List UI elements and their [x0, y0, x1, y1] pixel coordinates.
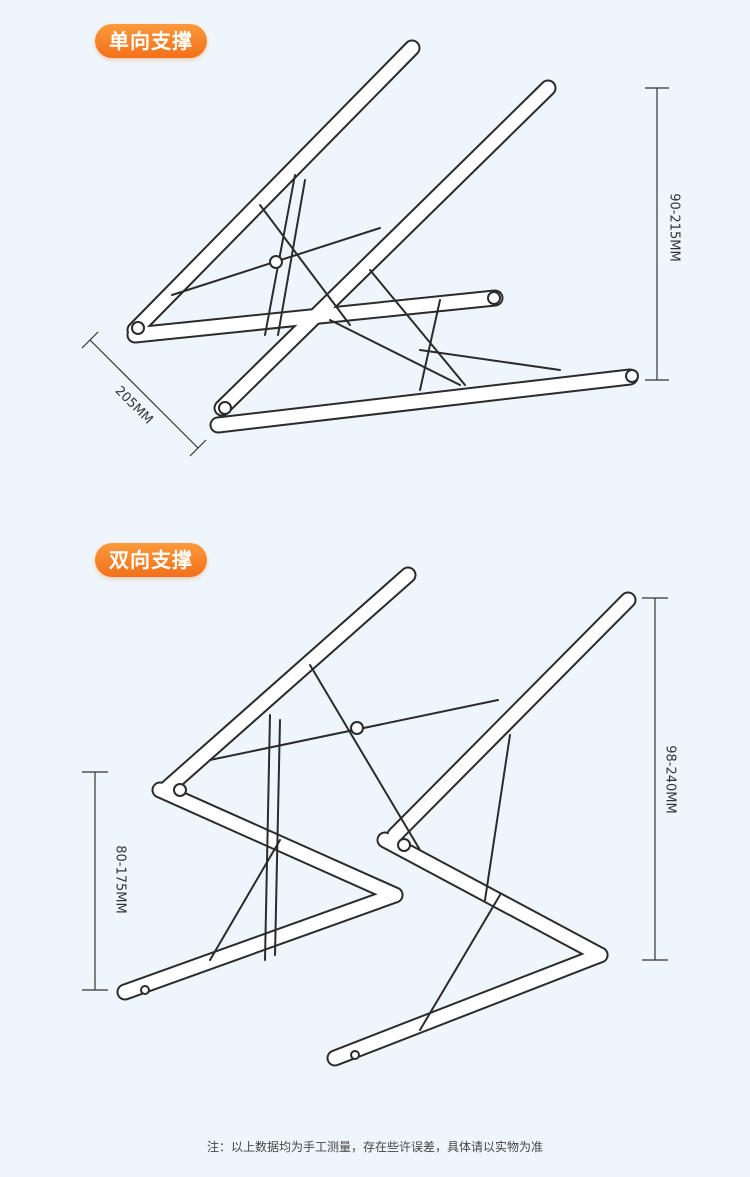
height-range-label: 98-240MM — [662, 745, 678, 814]
double-support-stand — [116, 566, 637, 1067]
dimension-lines — [81, 87, 669, 991]
height-range-label: 90-215MM — [666, 193, 682, 262]
double-support-badge: 双向支撑 — [95, 543, 207, 577]
single-support-badge: 单向支撑 — [95, 24, 207, 58]
low-height-range-label: 80-175MM — [112, 845, 128, 914]
single-support-stand — [126, 39, 639, 434]
measurement-note: 注：以上数据均为手工测量，存在些许误差，具体请以实物为准 — [206, 1140, 543, 1154]
